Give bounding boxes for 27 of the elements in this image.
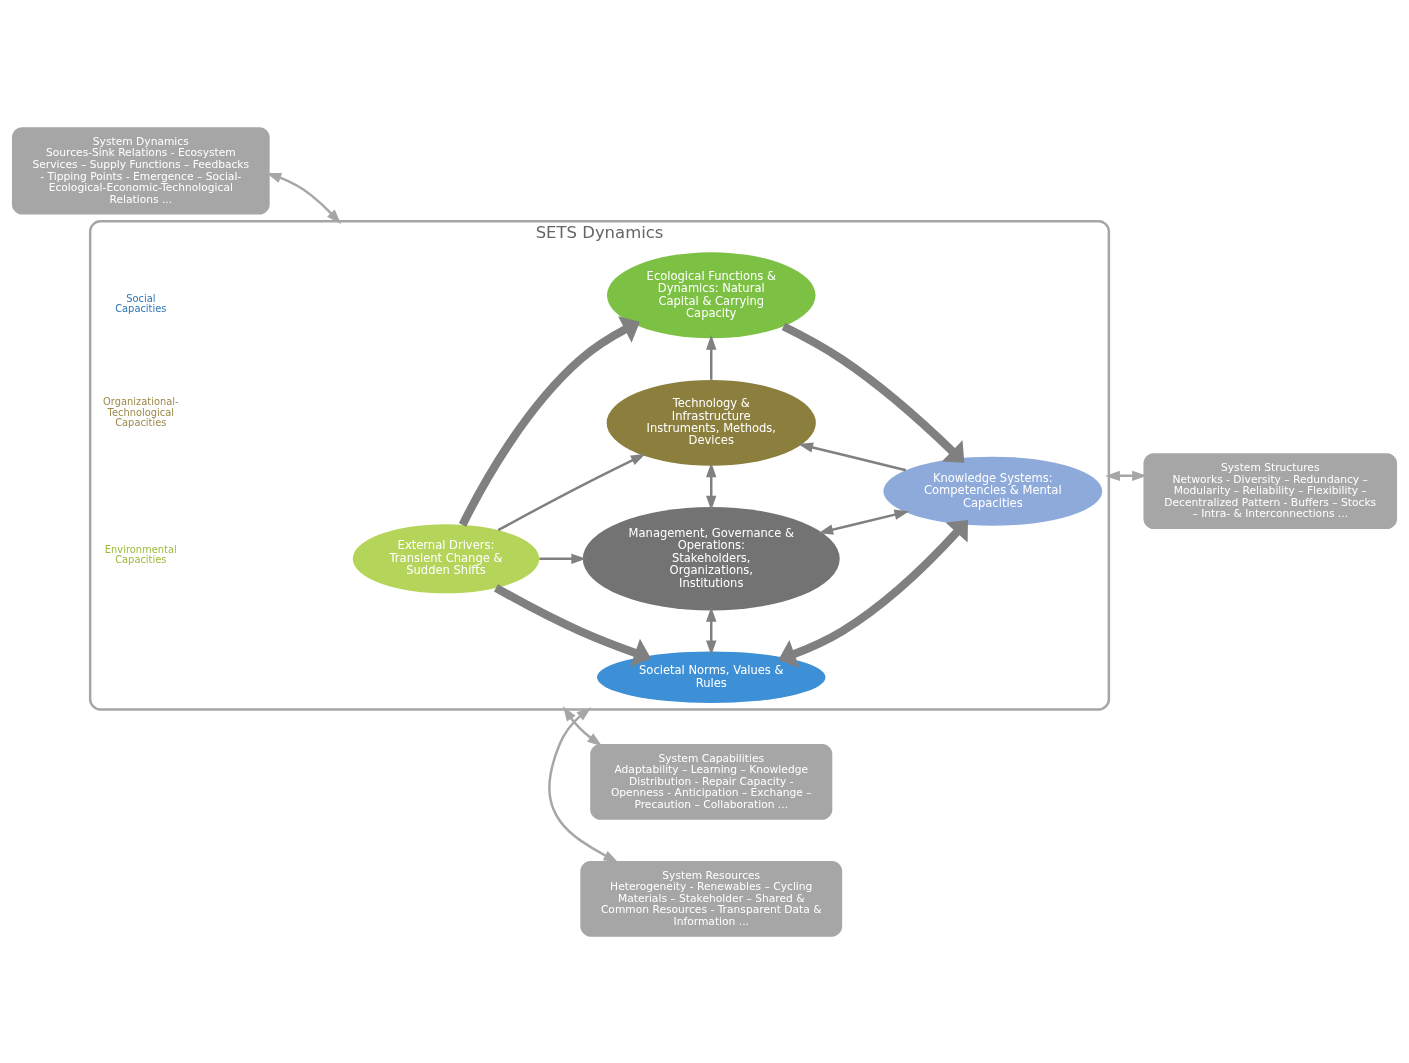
node-ellipse: Management, Governance & Operations: Stakeholders, Organizations, Institutions xyxy=(582,506,840,611)
node-ellipse: Ecological Functions & Dynamics: Natural Capital & Carrying Capacity xyxy=(606,251,816,338)
arrow xyxy=(818,509,910,535)
arrow xyxy=(563,705,603,746)
arrow xyxy=(798,441,907,471)
arrow xyxy=(497,453,646,531)
node-box: System Structures Networks - Diversity – Redundancy – Modularity – Reliability – Flexibility – Decentralized Pattern - Buffers – Stocks – Intra- & Interconnections ... xyxy=(1143,452,1398,529)
arrow xyxy=(493,583,651,667)
node-ellipse: Knowledge Systems: Competencies & Mental Capacities xyxy=(883,456,1103,526)
arrow xyxy=(1105,470,1147,481)
arrow xyxy=(539,553,587,564)
node-box: System Resources Heterogeneity - Renewables – Cycling Materials – Stakeholder – Shared & Common Resources - Transparent Data & Information ... xyxy=(580,860,843,937)
arrow xyxy=(706,461,717,510)
node-box: System Dynamics Sources-Sink Relations - Ecosystem Services – Supply Functions – Feedbacks - Tipping Points - Emergence – Social-Ecological-Economic-Technological Relations ... xyxy=(11,126,270,215)
label: Social Capacities xyxy=(115,292,167,314)
arrow xyxy=(706,334,717,380)
node-box: System Capabilities Adaptability – Learning – Knowledge Distribution - Repair Capacity - Openness - Anticipation – Exchange – Precaution – Collaboration ... xyxy=(590,743,833,820)
arrow xyxy=(778,519,968,668)
arrow xyxy=(781,322,965,463)
arrow xyxy=(548,706,619,863)
arrow xyxy=(458,315,640,527)
label: Environmental Capacities xyxy=(104,543,177,565)
node-ellipse: Societal Norms, Values & Rules xyxy=(597,651,826,703)
arrow xyxy=(266,172,342,224)
node-ellipse: External Drivers: Transient Change & Sudden Shifts xyxy=(352,523,540,593)
label: Organizational-Technological Capacities xyxy=(103,395,179,428)
arrow xyxy=(706,606,717,655)
